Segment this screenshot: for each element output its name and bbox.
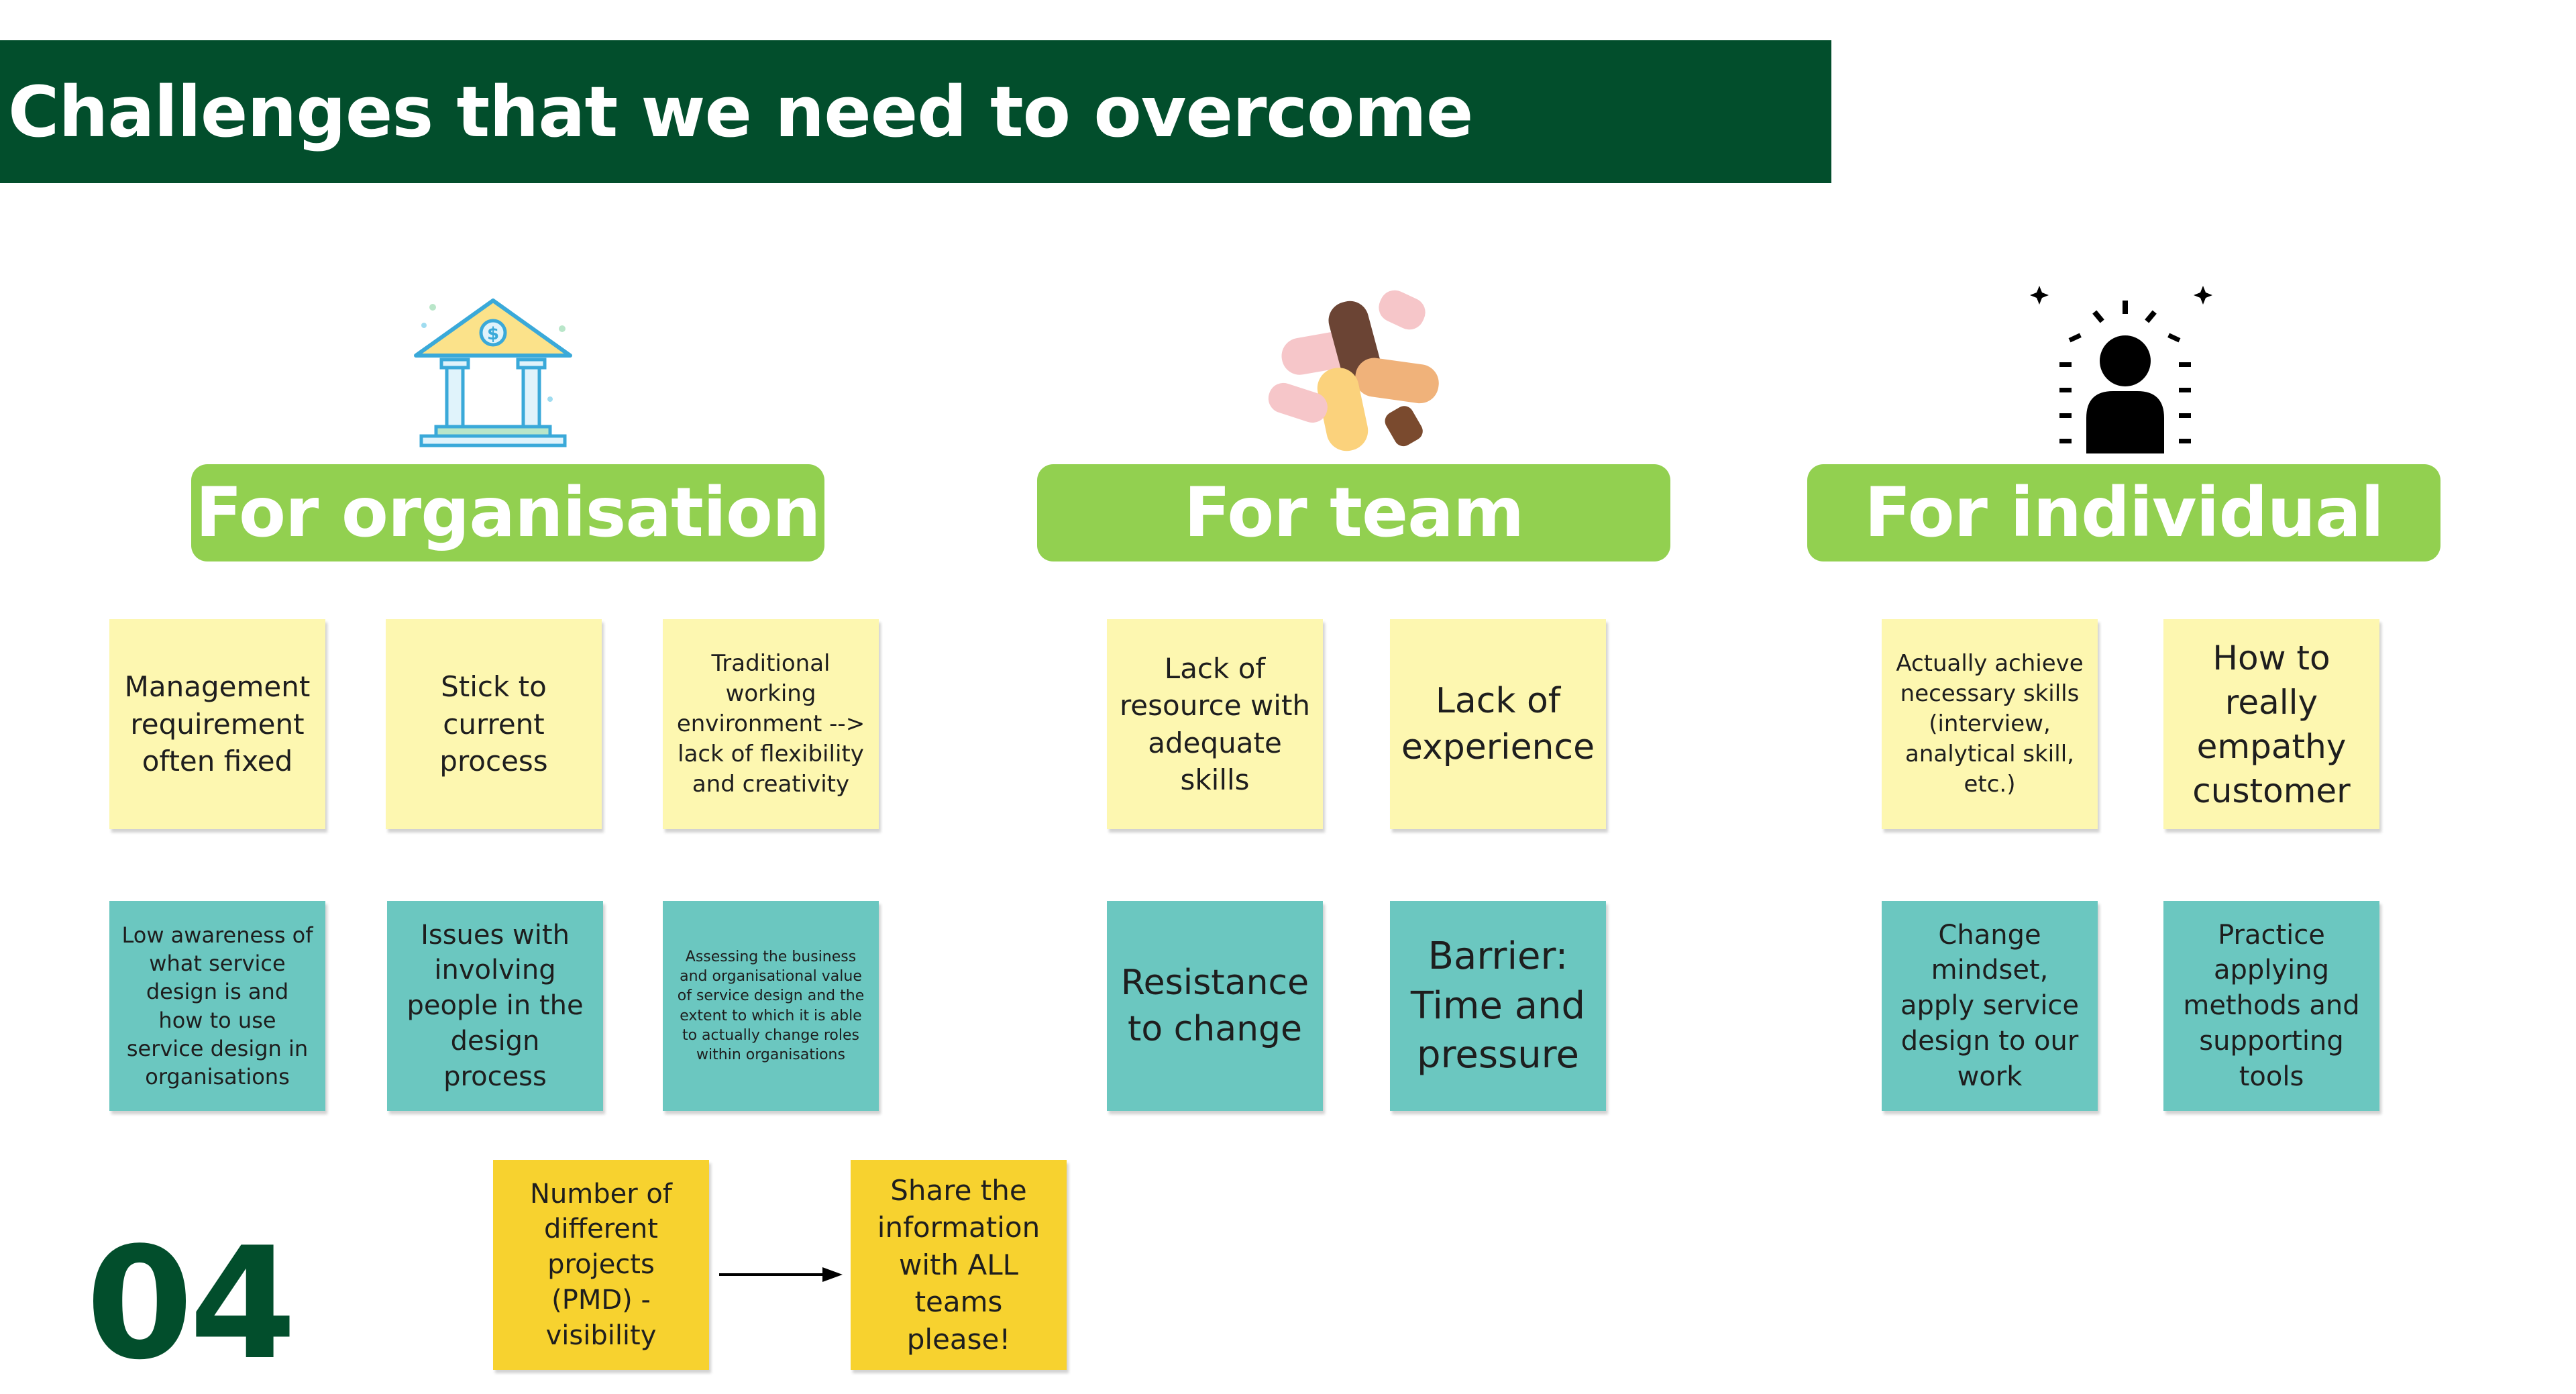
sticky-note: How to really empathy customer <box>2163 619 2379 829</box>
sticky-note: Share the information with ALL teams ple… <box>851 1160 1067 1370</box>
svg-text:$: $ <box>487 324 499 344</box>
page-title: Challenges that we need to overcome <box>8 70 1473 153</box>
section-label-individual: For individual <box>1807 464 2440 561</box>
sticky-note: Lack of resource with adequate skills <box>1107 619 1323 829</box>
person-spotlight-icon <box>2030 286 2212 453</box>
teamwork-hands-icon <box>1268 290 1439 451</box>
bank-icon: $ <box>414 299 572 447</box>
sticky-note: Management requirement often fixed <box>109 619 325 829</box>
section-label-team: For team <box>1037 464 1670 561</box>
sticky-note: Low awareness of what service design is … <box>109 901 325 1111</box>
page-number: 04 <box>86 1215 297 1394</box>
sticky-note: Resistance to change <box>1107 901 1323 1111</box>
sticky-note: Practice applying methods and supporting… <box>2163 901 2379 1111</box>
sticky-note: Actually achieve necessary skills (inter… <box>1882 619 2098 829</box>
sticky-note: Assessing the business and organisationa… <box>663 901 879 1111</box>
sticky-note: Issues with involving people in the desi… <box>387 901 603 1111</box>
section-label-organisation: For organisation <box>191 464 824 561</box>
arrow-right-icon <box>719 1267 843 1282</box>
sticky-note: Barrier: Time and pressure <box>1390 901 1606 1111</box>
sticky-note: Change mindset, apply service design to … <box>1882 901 2098 1111</box>
sticky-note: Number of different projects (PMD) - vis… <box>493 1160 709 1370</box>
title-bar: Challenges that we need to overcome <box>0 40 1831 183</box>
sticky-note: Stick to current process <box>386 619 602 829</box>
sticky-note: Lack of experience <box>1390 619 1606 829</box>
sticky-note: Traditional working environment --> lack… <box>663 619 879 829</box>
